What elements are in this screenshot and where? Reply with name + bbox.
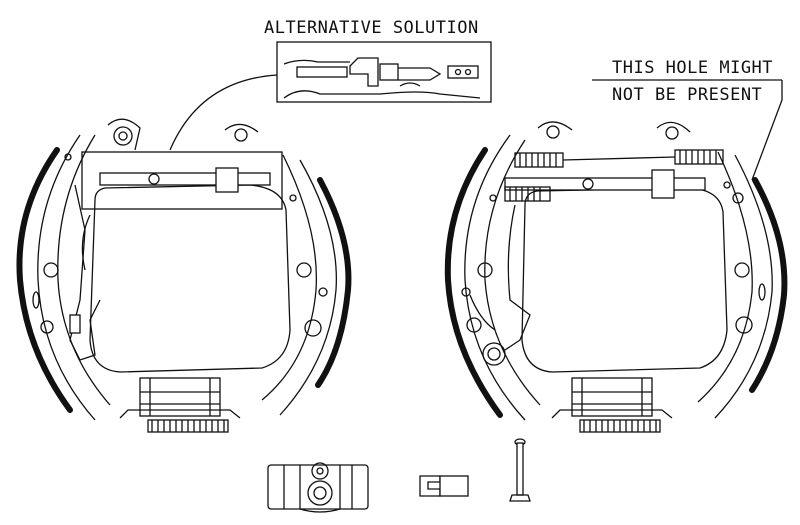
optional-hole [732,192,744,204]
left-bottom-spring [147,419,229,433]
right-assy-left-lining [444,147,503,418]
right-backing-plate [521,187,728,373]
hold-down-pin [509,438,531,502]
alternative-solution-label: ALTERNATIVE SOLUTION [264,18,479,38]
left-handbrake-lever [69,184,101,361]
alternative-solution-detail-box [276,41,492,103]
right-handbrake-lever [504,204,531,351]
wheel-cylinder [267,462,369,513]
right-coil-spring [482,342,506,366]
right-brake-shoe-assembly [444,121,788,433]
left-adjuster-strut [99,172,271,186]
right-outer-lining [315,177,352,388]
hole-note-line2: NOT BE PRESENT [612,85,762,105]
left-backing-plate [89,184,291,373]
hole-note-line1: THIS HOLE MIGHT [612,58,773,78]
right-upper-springs [514,149,724,168]
retaining-clip [419,475,469,497]
right-adjuster-strut [504,177,706,191]
hole-note-leader [751,80,783,181]
alternative-solution-leader [169,74,278,151]
left-strut-highlight-box [81,151,283,210]
left-outer-lining [16,147,73,413]
right-assy-right-lining [749,177,788,393]
right-bottom-spring [579,419,661,433]
left-brake-shoe-assembly [16,118,352,433]
